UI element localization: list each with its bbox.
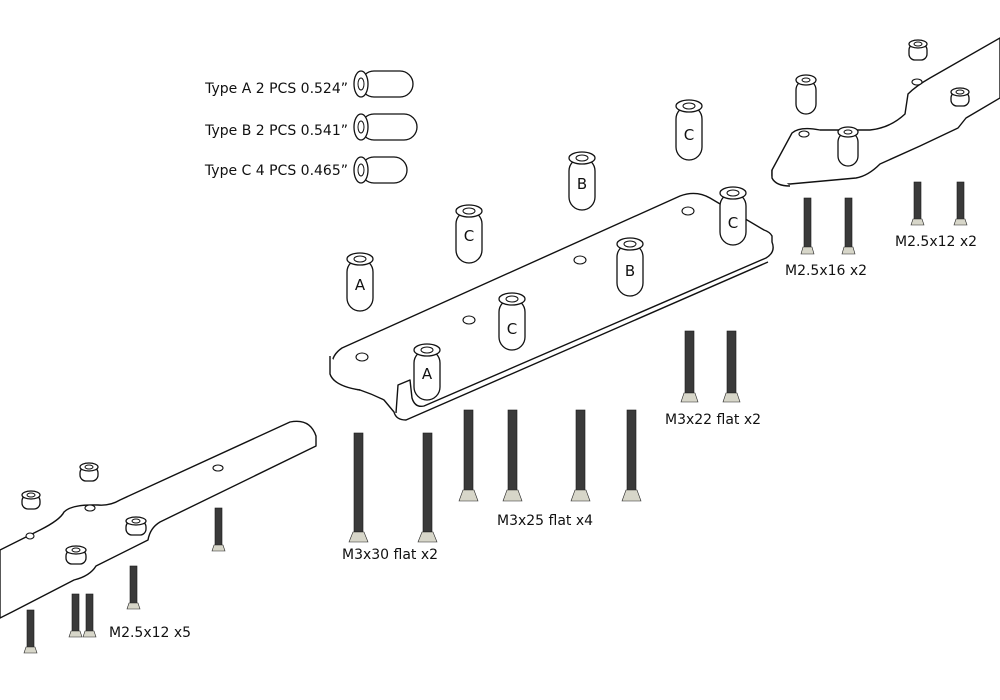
- legend-spacer-type-a: [353, 70, 414, 98]
- left-plate: [0, 420, 317, 619]
- spacer-letter-c-left: C: [464, 227, 474, 245]
- spacer-c-mid: [498, 292, 526, 351]
- spacer-letter-c-right: C: [728, 214, 738, 232]
- screw-m3x22-2: [722, 330, 741, 403]
- spacer-letter-b-front: B: [625, 262, 635, 280]
- small-spacer-left-2: [21, 490, 41, 510]
- small-spacer-right-2: [837, 126, 859, 167]
- screw-m2-5x12-left-4: [82, 593, 97, 638]
- spacer-c-back: [675, 99, 703, 161]
- center-plate: [329, 192, 774, 421]
- spacer-b-front: [616, 237, 644, 297]
- right-plate: [771, 37, 1000, 187]
- legend-type-c-label: Type C 4 PCS 0.465”: [204, 163, 348, 179]
- legend-spacer-type-c: [353, 156, 408, 184]
- screw-m3x25-4: [621, 409, 642, 502]
- screw-m2-5x12-left-2: [126, 565, 141, 610]
- spacer-b-back: [568, 151, 596, 211]
- label-m3x30: M3x30 flat x2: [342, 547, 438, 563]
- screw-m2-5x12-left-3: [68, 593, 83, 638]
- spacer-letter-a-left: A: [355, 276, 366, 294]
- screw-m3x25-2: [502, 409, 523, 502]
- screw-m3x30-2: [417, 432, 438, 543]
- small-spacer-left-1: [79, 462, 99, 482]
- spacer-letter-a-front: A: [422, 365, 433, 383]
- spacer-c-right: [719, 186, 747, 246]
- screw-m3x30-1: [348, 432, 369, 543]
- screw-m3x25-3: [570, 409, 591, 502]
- screw-m2-5x12-right-1: [910, 181, 925, 226]
- small-spacer-right-4: [950, 87, 970, 107]
- screw-m2-5x16-1: [800, 197, 815, 255]
- small-spacer-right-3: [908, 39, 928, 61]
- legend-spacer-type-b: [353, 113, 418, 141]
- label-m3x22: M3x22 flat x2: [665, 412, 761, 428]
- label-m2-5x12-left: M2.5x12 x5: [109, 625, 191, 641]
- screw-m3x25-1: [458, 409, 479, 502]
- screw-m3x22-1: [680, 330, 699, 403]
- spacer-a-left: [346, 252, 374, 312]
- spacer-letter-c-back: C: [684, 126, 694, 144]
- spacer-a-front: [413, 343, 441, 401]
- small-spacer-left-3: [125, 516, 147, 536]
- spacer-letter-b-back: B: [577, 175, 587, 193]
- label-m3x25: M3x25 flat x4: [497, 513, 593, 529]
- screw-m2-5x16-2: [841, 197, 856, 255]
- spacer-letter-c-mid: C: [507, 320, 517, 338]
- small-spacer-left-4: [65, 545, 87, 565]
- screw-m2-5x12-left-5: [23, 609, 38, 654]
- spacer-c-left: [455, 204, 483, 264]
- legend-type-a-label: Type A 2 PCS 0.524”: [204, 81, 348, 97]
- small-spacer-right-1: [795, 74, 817, 115]
- screw-m2-5x12-left-1: [211, 507, 226, 552]
- screw-m2-5x12-right-2: [953, 181, 968, 226]
- label-m2-5x12-right: M2.5x12 x2: [895, 234, 977, 250]
- label-m2-5x16: M2.5x16 x2: [785, 263, 867, 279]
- legend-type-b-label: Type B 2 PCS 0.541”: [204, 123, 348, 139]
